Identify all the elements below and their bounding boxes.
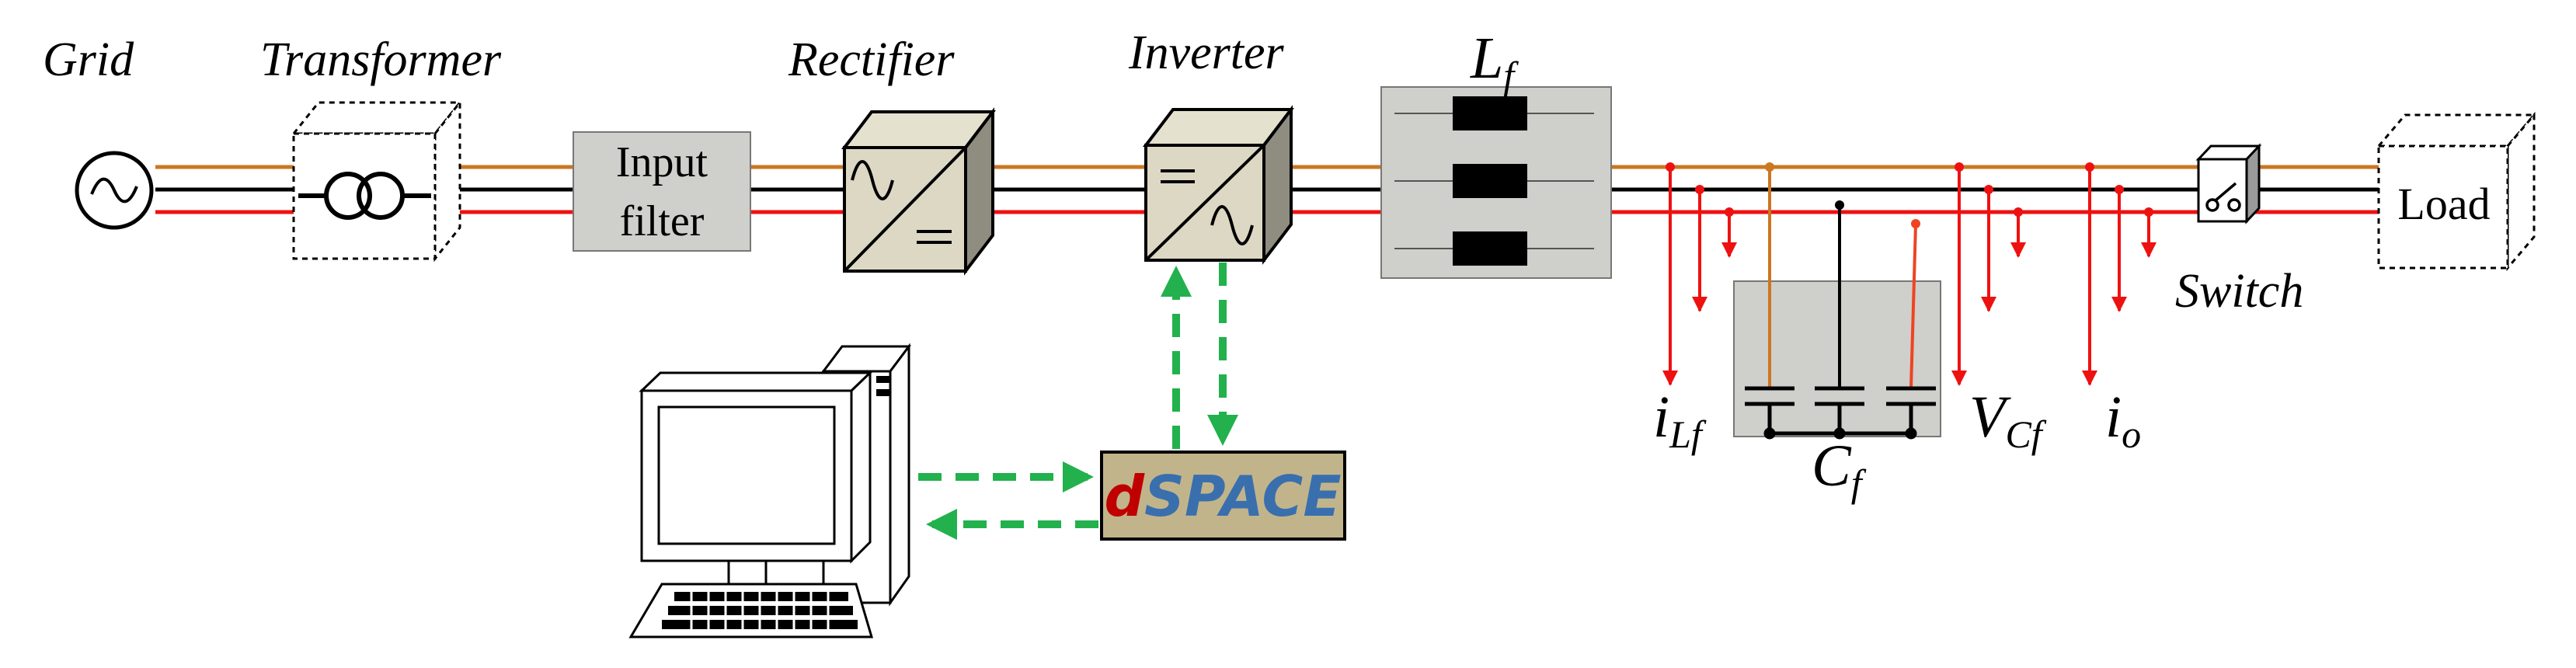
current-sensor-ilf [1662, 162, 1737, 386]
transformer-block [291, 99, 463, 263]
current-sensor-io [2082, 162, 2157, 386]
inverter-block [1142, 105, 1295, 265]
rectifier-label: Rectifier [788, 33, 955, 86]
io-label: io [2105, 384, 2141, 456]
load-block [2376, 111, 2537, 272]
vcf-label: VCf [1969, 384, 2047, 456]
switch-label: Switch [2175, 265, 2303, 318]
lf-label: Lf [1470, 26, 1519, 97]
control-signal-arrows [918, 263, 1238, 540]
transformer-coils-icon [298, 172, 431, 220]
input-filter-label-line2: filter [620, 197, 705, 245]
grid-label: Grid [43, 33, 134, 86]
transformer-label: Transformer [260, 33, 502, 86]
dspace-block [1100, 451, 1346, 541]
switch-icon [2205, 182, 2241, 212]
computer-icon [628, 343, 911, 638]
load-label: Load [2397, 179, 2490, 229]
grid-source [75, 151, 154, 230]
ilf-label: iLf [1653, 384, 1707, 456]
voltage-sensor-vcf [1951, 162, 2026, 386]
dspace-label: dSPACE [1104, 464, 1341, 529]
rectifier-block [841, 107, 997, 276]
cf-label: Cf [1812, 433, 1867, 505]
rectifier-icon [851, 160, 952, 244]
switch-block [2195, 143, 2262, 224]
capacitor-icon [1745, 386, 1936, 440]
inverter-label: Inverter [1128, 26, 1285, 79]
inverter-icon [1161, 169, 1254, 245]
cf-connections [1765, 162, 1920, 389]
input-filter-label-line1: Input [616, 138, 708, 186]
inductor-icon [1394, 96, 1594, 266]
input-filter-block [573, 131, 751, 252]
